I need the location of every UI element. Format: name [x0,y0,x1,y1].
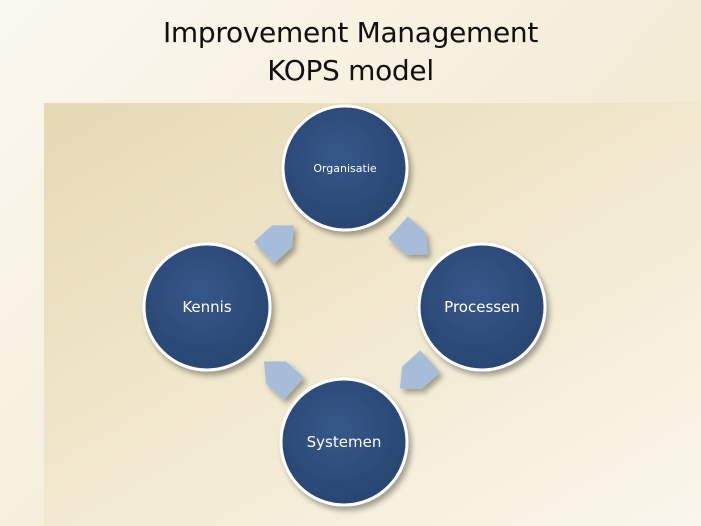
node-kennis: Kennis [142,242,272,372]
arrow-organisatie-to-processen [388,216,429,255]
arrow-processen-to-systemen [399,350,440,389]
title-line-1: Improvement Management [162,16,539,49]
arrow-systemen-to-kennis [263,361,304,400]
node-kennis-label: Kennis [182,298,231,316]
arrow-kennis-to-organisatie [254,225,295,264]
node-systemen-label: Systemen [307,433,382,451]
slide-title: Improvement Management KOPS model [0,14,701,90]
node-processen: Processen [417,242,547,372]
node-systemen: Systemen [279,377,409,507]
node-processen-label: Processen [444,298,520,316]
node-organisatie-label: Organisatie [313,162,377,175]
node-organisatie: Organisatie [281,104,409,232]
title-line-2: KOPS model [267,54,434,87]
